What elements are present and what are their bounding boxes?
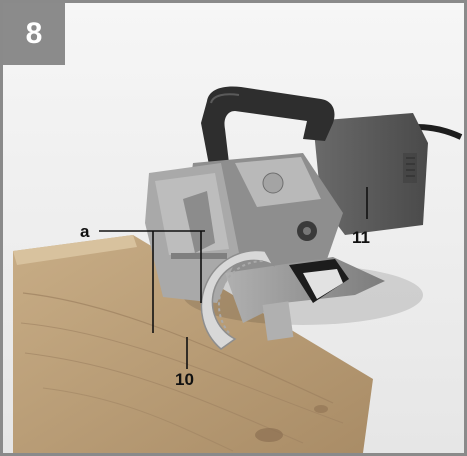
wood-board: [13, 235, 373, 453]
biscuit-joiner: [145, 86, 428, 350]
callout-leaders: [99, 187, 368, 369]
callout-label-11: 11: [352, 228, 370, 247]
biscuit-joiner-photo: [3, 3, 464, 453]
callout-label-10: 10: [175, 370, 194, 389]
figure-number-badge: 8: [3, 3, 65, 65]
saw-blade: [200, 249, 275, 350]
callout-label-a: a: [80, 222, 90, 241]
